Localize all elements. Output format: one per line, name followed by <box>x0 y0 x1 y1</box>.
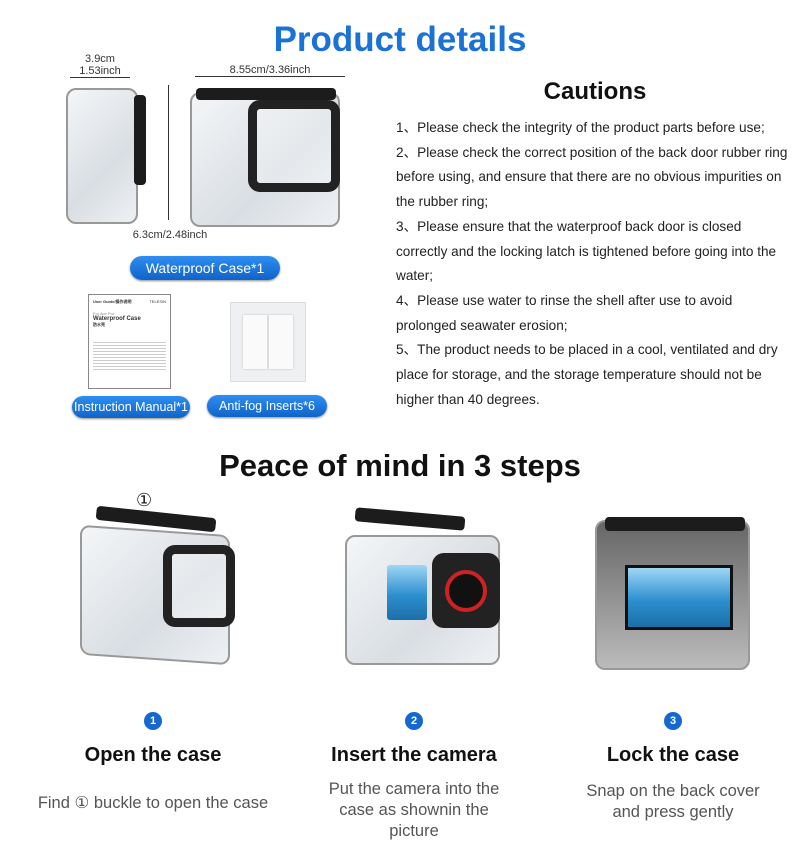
caution-item: 4、Please use water to rinse the shell af… <box>396 292 733 333</box>
buckle-marker: ① <box>136 490 153 510</box>
manual-brand: TELESIN <box>149 299 166 304</box>
cautions-title: Cautions <box>543 78 647 105</box>
step2-camera-screen <box>387 565 427 620</box>
anti-fog-inserts-label: Anti-fog Inserts*6 <box>207 395 327 417</box>
case-lid <box>196 88 336 100</box>
height-dim-line <box>168 85 169 220</box>
anti-fog-inserts-image <box>230 302 306 382</box>
case-side-image <box>66 88 138 224</box>
step-number-badge: 1 <box>144 712 162 730</box>
manual-header: User Guide/操作说明 <box>93 299 132 304</box>
step-description: Snap on the back cover and press gently <box>586 782 760 821</box>
instruction-manual-image: User Guide/操作说明 TELESIN For Ace Pro Water… <box>88 294 171 389</box>
step-title: Open the case <box>84 744 222 766</box>
waterproof-case-label: Waterproof Case*1 <box>130 256 280 280</box>
step-3: 3 Lock the case Snap on the back cover a… <box>543 712 800 823</box>
step3-camera-screen <box>625 565 733 630</box>
manual-subtitle: For Ace Pro <box>93 311 115 316</box>
step-title: Insert the camera <box>331 744 497 766</box>
step2-camera-lens <box>432 553 500 628</box>
caution-item: 5、The product needs to be placed in a co… <box>396 342 778 407</box>
manual-title: Waterproof Case <box>93 316 141 322</box>
lens-ring <box>248 100 340 192</box>
case-front-image <box>190 92 340 227</box>
height-dimension: 6.3cm/2.48inch <box>132 229 208 241</box>
step-number-badge: 2 <box>405 712 423 730</box>
step1-ring <box>163 545 235 627</box>
step3-lid <box>605 517 745 531</box>
step-2: 2 Insert the camera Put the camera into … <box>284 712 544 842</box>
case-side-lid <box>134 95 146 185</box>
step-number-badge: 3 <box>664 712 682 730</box>
step-1: 1 Open the case Find ① buckle to open th… <box>23 712 283 814</box>
cautions-list: 1、Please check the integrity of the prod… <box>396 116 796 412</box>
length-dimension: 8.55cm/3.36inch <box>195 64 345 77</box>
width-dim-cm: 3.9cm <box>85 53 115 65</box>
step2-lid <box>354 507 466 531</box>
caution-item: 1、Please check the integrity of the prod… <box>396 120 765 135</box>
instruction-manual-label: Instruction Manual*1 <box>72 396 190 418</box>
steps-title: Peace of mind in 3 steps <box>219 448 581 483</box>
page-title: Product details <box>273 20 527 59</box>
manual-cn: 防水壳 <box>93 322 105 327</box>
step-title: Lock the case <box>606 744 740 766</box>
width-dim-inch: 1.53inch <box>70 65 130 78</box>
caution-item: 2、Please check the correct position of t… <box>396 144 788 210</box>
caution-item: 3、Please ensure that the waterproof back… <box>396 218 777 284</box>
step-description: Put the camera into the case as shownin … <box>328 780 500 840</box>
step-description: Find ① buckle to open the case <box>37 794 269 812</box>
manual-text-lines <box>93 340 166 370</box>
width-dimension: 3.9cm 1.53inch <box>70 53 130 78</box>
